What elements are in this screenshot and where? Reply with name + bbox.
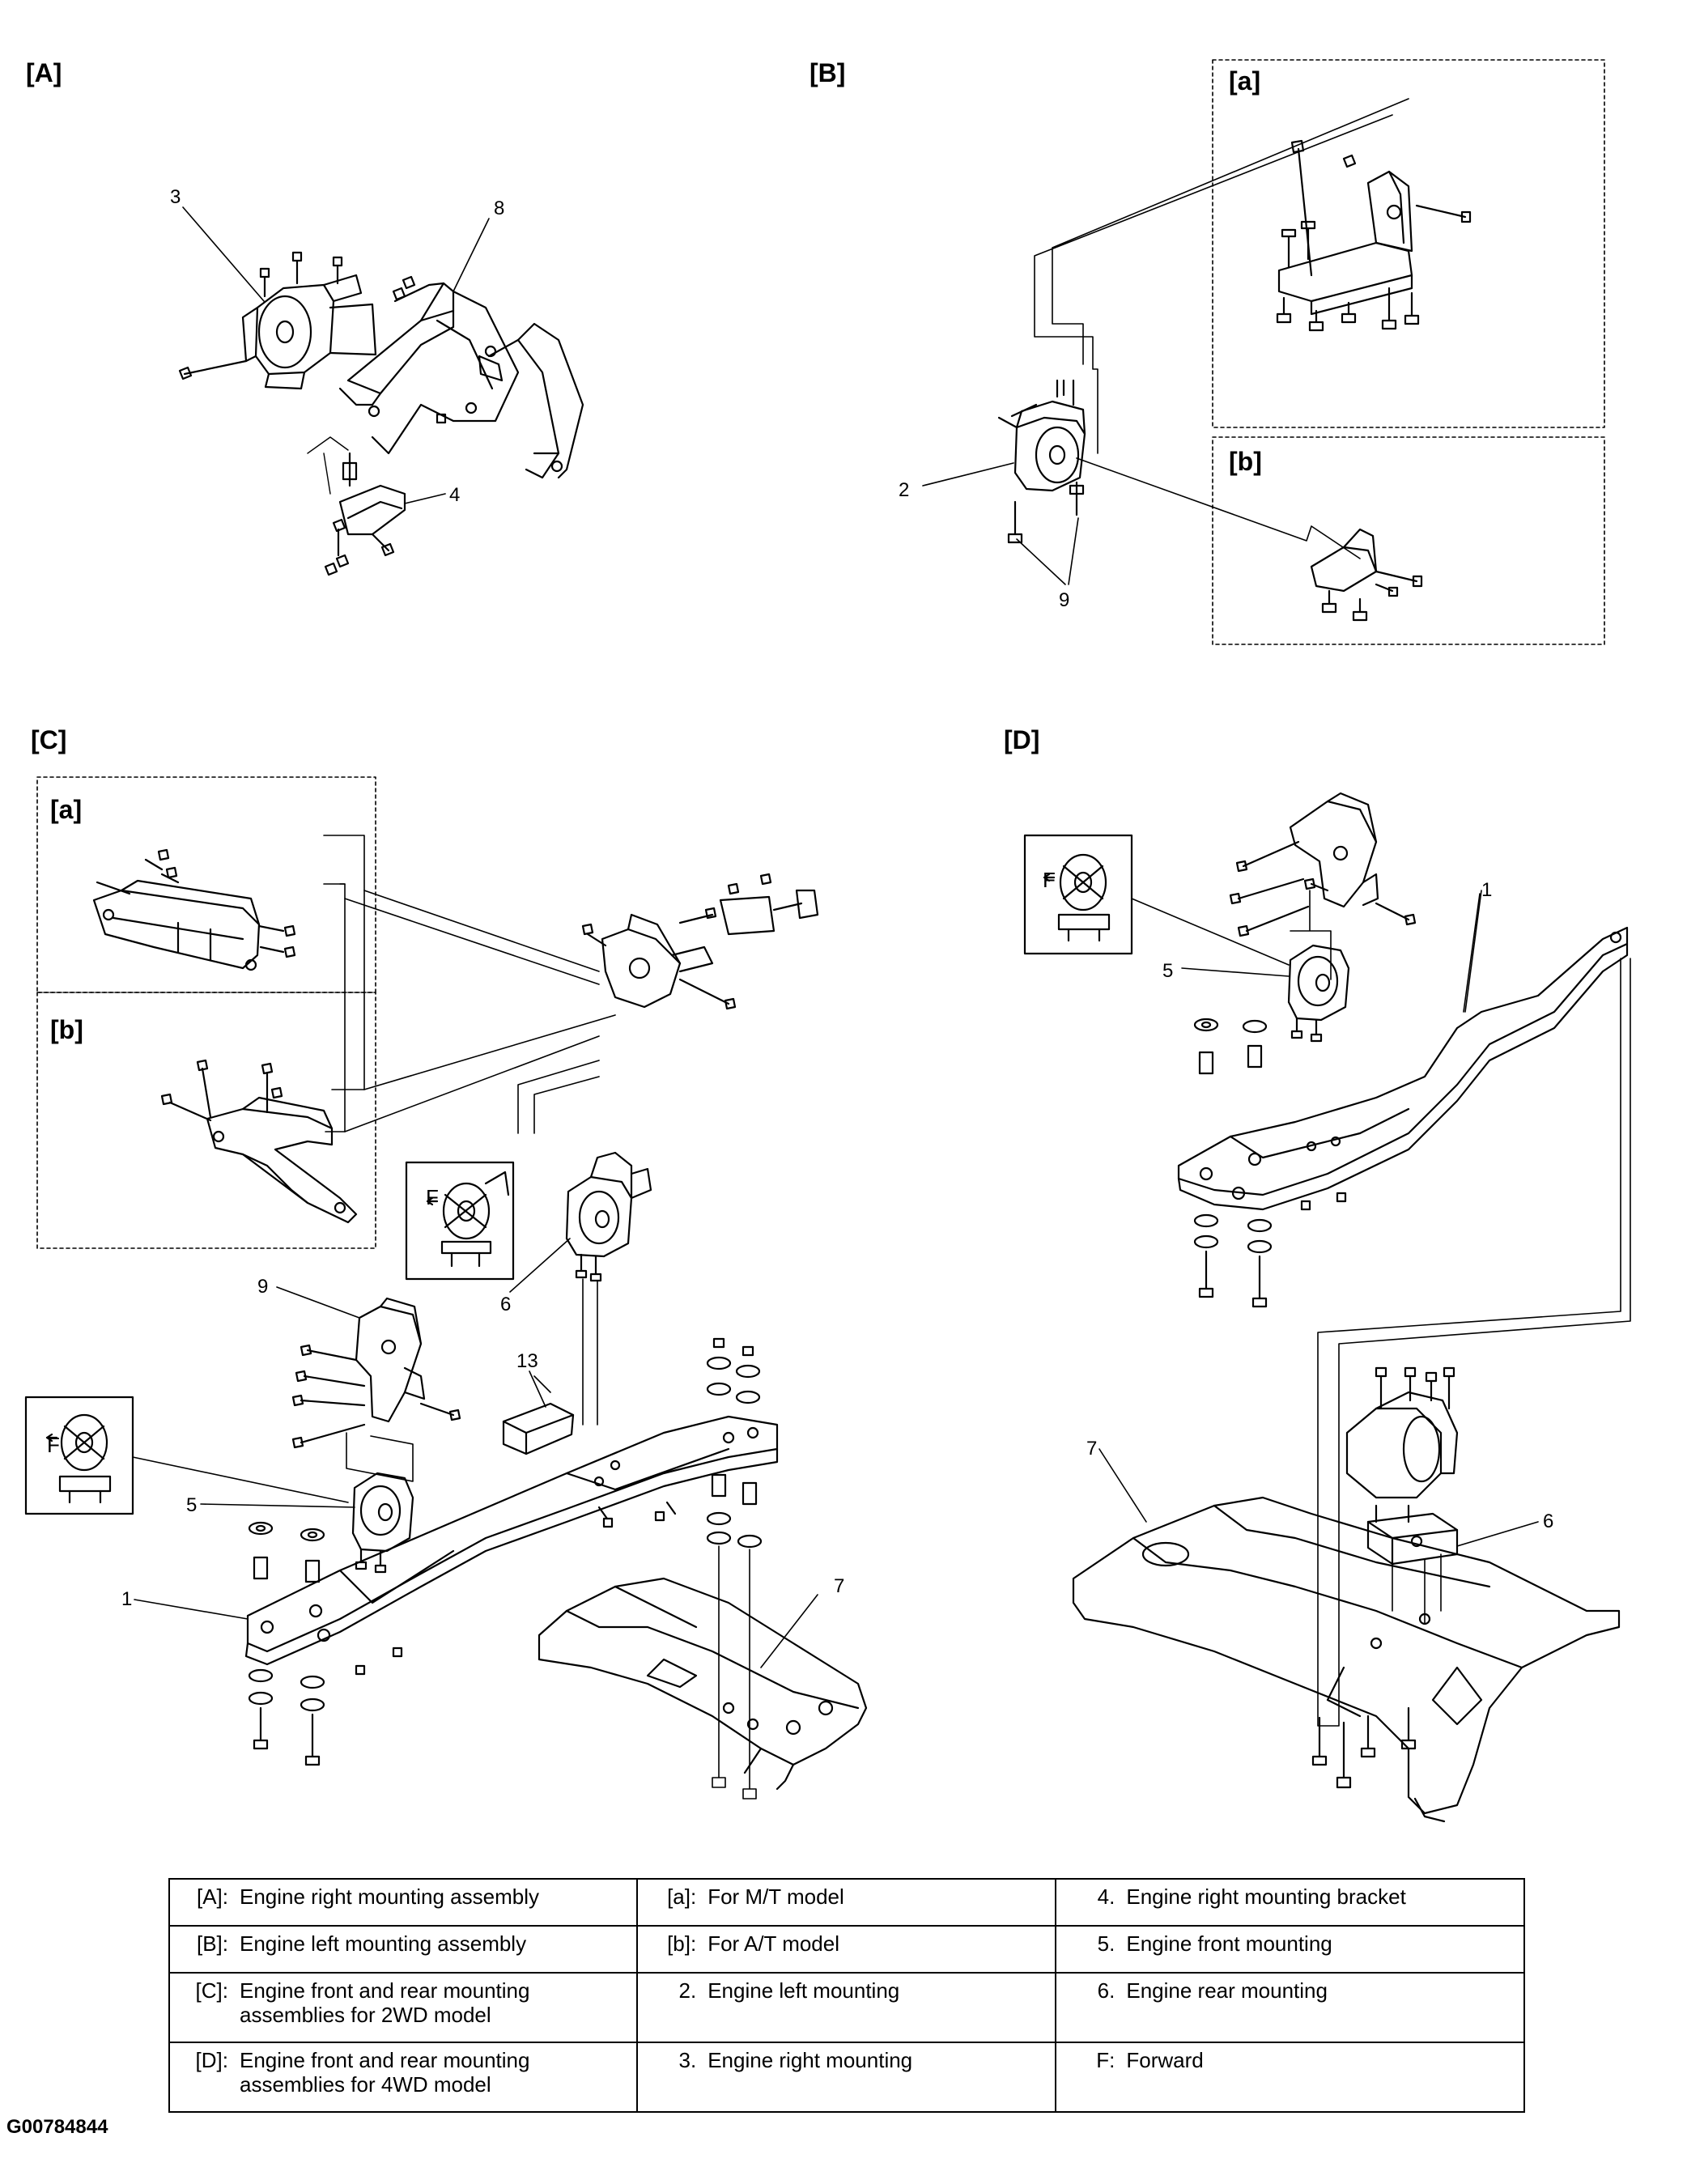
callout-c-7: 7 xyxy=(834,1575,845,1597)
legend-code: [A]: xyxy=(196,1884,228,1909)
bolts-a xyxy=(178,251,343,380)
engine-crossmember-1-d xyxy=(1177,890,1629,1211)
legend-table: [A]: Engine right mounting assembly [a]: F… xyxy=(168,1878,1525,2113)
panel-b-box-b xyxy=(1212,436,1605,645)
legend-text: Engine front and rear mounting assemblie… xyxy=(240,1978,530,2027)
legend-code: [C]: xyxy=(195,1978,228,2003)
callout-b-9: 9 xyxy=(1059,589,1070,611)
figure-id: G00784844 xyxy=(6,2116,108,2138)
legend-text: For A/T model xyxy=(708,1931,840,1956)
panel-c-rear-upper-bracket xyxy=(581,873,819,1010)
panel-label-b: [B] xyxy=(810,58,846,87)
engine-left-mounting-2 xyxy=(997,379,1086,544)
legend-text: Engine left mounting xyxy=(708,1978,900,2003)
engine-right-mounting-a xyxy=(241,274,377,390)
engine-right-mounting-bracket-4 xyxy=(324,452,406,576)
callout-a-8: 8 xyxy=(494,198,505,219)
legend-text: Engine front and rear mounting assemblie… xyxy=(240,2048,530,2097)
callout-a-4: 4 xyxy=(449,484,461,506)
panel-c-box-b xyxy=(36,992,376,1249)
callout-b-2: 2 xyxy=(899,479,910,501)
panel-c-forward-inset-rear xyxy=(405,1161,515,1281)
legend-code: 3. xyxy=(678,2048,697,2072)
callout-d-7: 7 xyxy=(1086,1438,1098,1460)
callout-d-6: 6 xyxy=(1543,1511,1554,1532)
engine-mounting-bracket-8 xyxy=(338,275,584,479)
panel-c-forward-inset-front xyxy=(24,1396,349,1515)
legend-row: [C]: Engine front and rear mounting assem… xyxy=(168,1972,1525,2043)
panel-c-box-a xyxy=(36,776,376,993)
legend-code: [b]: xyxy=(667,1931,697,1956)
suspension-frame-7-d xyxy=(1072,1496,1621,1823)
legend-code: 6. xyxy=(1097,1978,1115,2003)
callout-c-6: 6 xyxy=(500,1294,512,1315)
callout-c-5: 5 xyxy=(186,1494,198,1516)
engine-mounting-bracket-13 xyxy=(502,1375,575,1455)
panel-b-artwork xyxy=(922,59,1605,645)
legend-text: For M/T model xyxy=(708,1884,844,1909)
legend-code: [a]: xyxy=(667,1884,697,1909)
panel-label-a: [A] xyxy=(26,58,62,87)
legend-row: [B]: Engine left mounting assembly [b]: Fo… xyxy=(168,1925,1525,1974)
legend-code: F: xyxy=(1096,2048,1115,2072)
panel-d-fastener-stacks xyxy=(1193,1018,1347,1308)
legend-text: Engine right mounting bracket xyxy=(1126,1884,1406,1909)
legend-code: 5. xyxy=(1097,1931,1115,1956)
legend-text: Engine rear mounting xyxy=(1126,1978,1328,2003)
panel-c-fastener-stack-left xyxy=(248,1521,403,1766)
panel-b-mt-bracket xyxy=(1276,139,1472,332)
panel-d-artwork xyxy=(1023,792,1631,1823)
engine-front-mounting-5-c xyxy=(346,1432,414,1574)
panel-c-sublabel-b: [b] xyxy=(50,1015,83,1044)
panel-c-at-bracket xyxy=(160,1059,358,1224)
engine-crossmember-1-c xyxy=(244,1415,779,1666)
legend-text: Engine right mounting assembly xyxy=(240,1884,539,1909)
legend-row: [A]: Engine right mounting assembly [a]: F… xyxy=(168,1878,1525,1927)
engine-rear-mounting-6-c xyxy=(565,1151,652,1426)
legend-code: 2. xyxy=(678,1978,697,2003)
engine-front-mounting-5-d xyxy=(1287,944,1350,1043)
callout-c-1: 1 xyxy=(121,1588,133,1610)
panel-label-d: [D] xyxy=(1004,725,1040,754)
suspension-frame-7-c xyxy=(538,1577,868,1791)
panel-c-front-bracket-9 xyxy=(291,1297,461,1449)
panel-b-sublabel-a: [a] xyxy=(1229,66,1261,96)
callout-c-13: 13 xyxy=(516,1350,538,1372)
legend-row: [D]: Engine front and rear mounting assem… xyxy=(168,2042,1525,2113)
engine-rear-mounting-6-d xyxy=(1345,1366,1459,1625)
panel-c-sublabel-a: [a] xyxy=(50,795,83,824)
callout-a-3: 3 xyxy=(170,186,181,208)
panel-b-at-bracket xyxy=(1310,528,1423,622)
panel-c-artwork xyxy=(24,776,868,1799)
panel-d-front-bracket xyxy=(1229,792,1417,980)
legend-code: [B]: xyxy=(196,1931,228,1956)
panel-a-artwork xyxy=(178,206,584,576)
callout-c-9: 9 xyxy=(257,1276,269,1298)
panel-label-c: [C] xyxy=(31,725,67,754)
callout-d-1: 1 xyxy=(1481,879,1493,901)
legend-text: Engine right mounting xyxy=(708,2048,913,2072)
panel-c-mt-bracket xyxy=(92,848,296,971)
legend-text: Engine front mounting xyxy=(1126,1931,1332,1956)
legend-text: Forward xyxy=(1126,2048,1204,2072)
legend-text: Engine left mounting assembly xyxy=(240,1931,527,1956)
panel-b-sublabel-b: [b] xyxy=(1229,447,1262,476)
legend-code: 4. xyxy=(1097,1884,1115,1909)
callout-d-5: 5 xyxy=(1162,960,1174,982)
panel-b-box-a xyxy=(1212,59,1605,428)
panel-d-forward-inset xyxy=(1023,834,1290,966)
legend-code: [D]: xyxy=(195,2048,228,2072)
